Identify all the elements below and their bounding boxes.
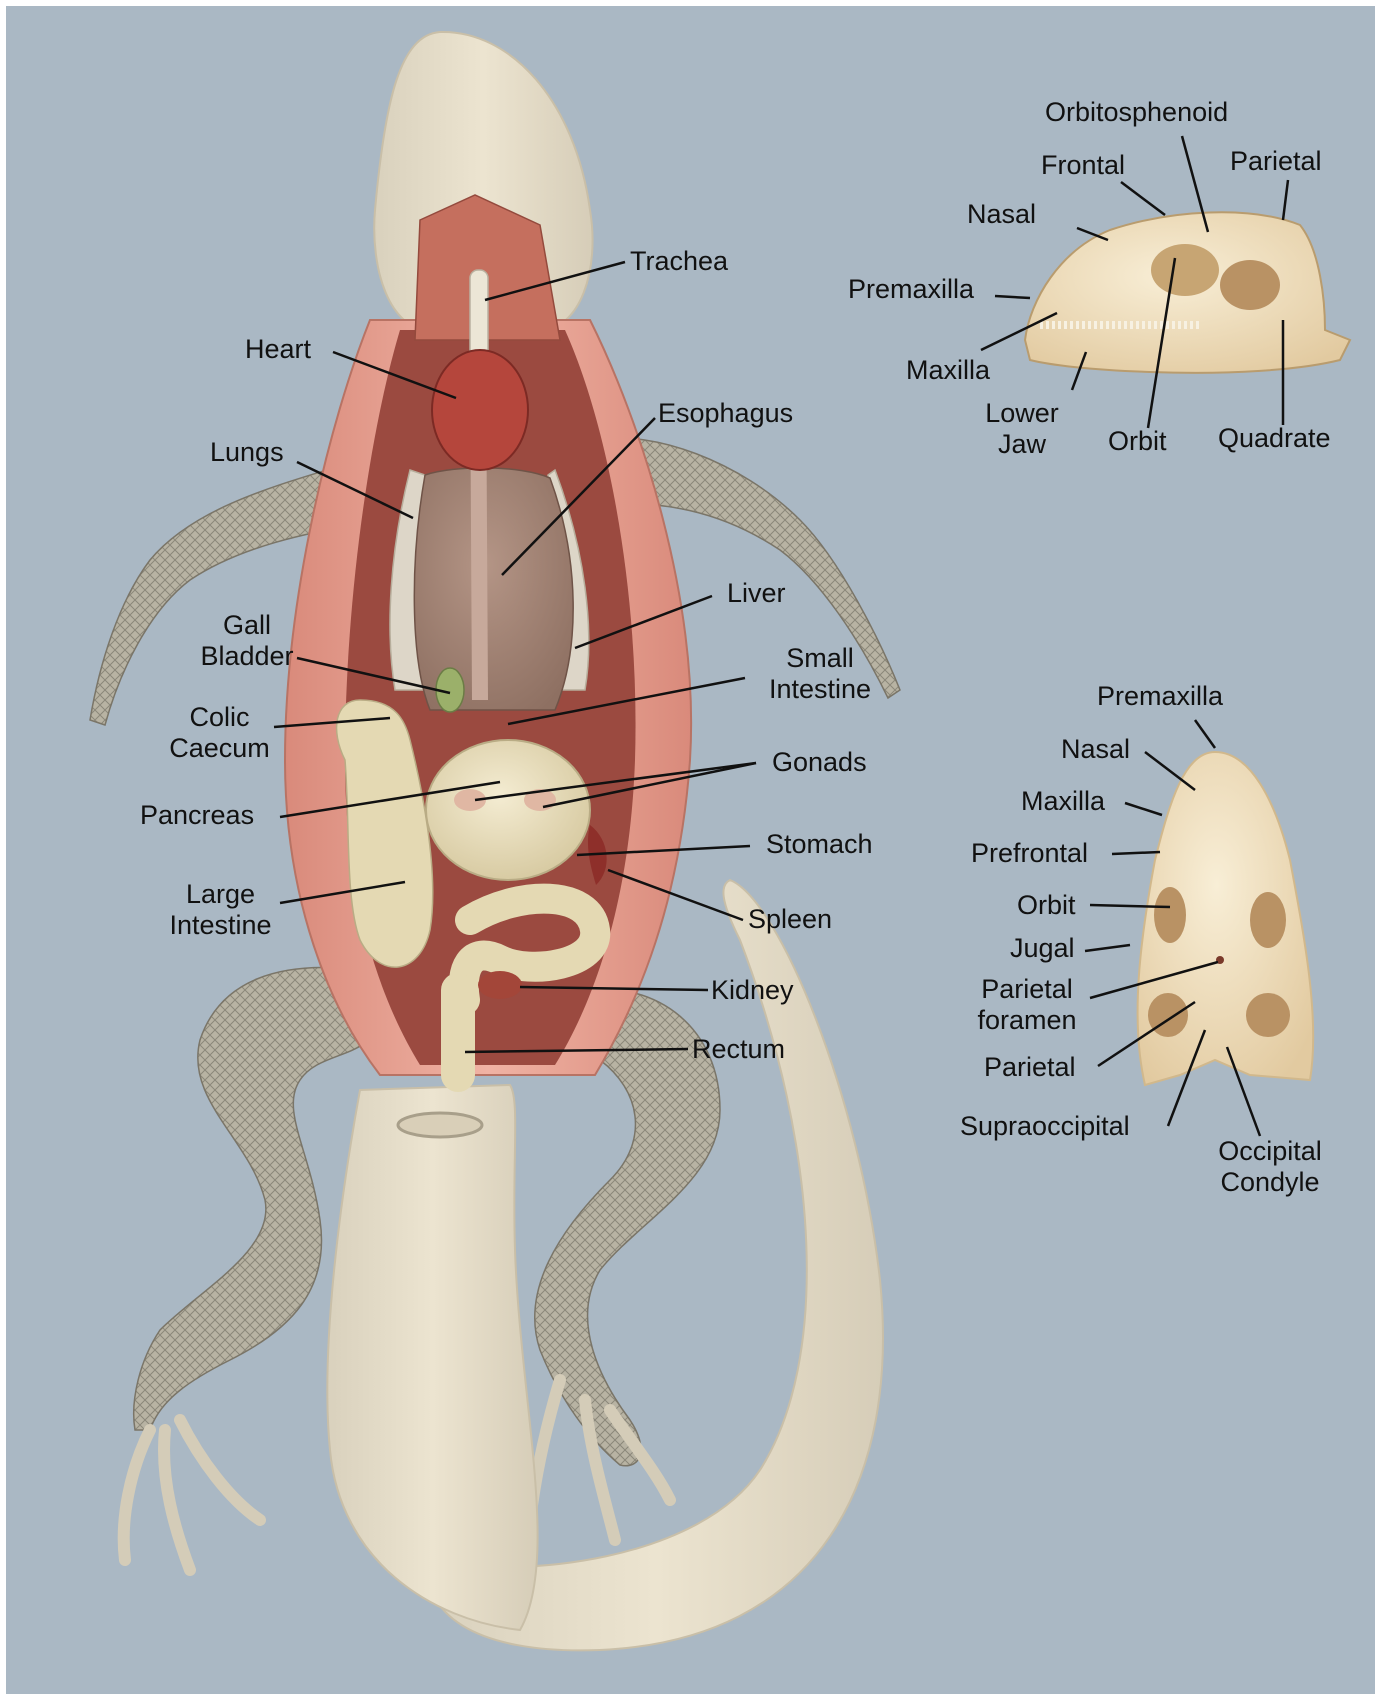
label-parietal-dorsal: Parietal	[984, 1052, 1076, 1083]
label-premaxilla-dorsal: Premaxilla	[1097, 681, 1223, 712]
label-occipital-condyle-line1: Occipital	[1190, 1136, 1350, 1167]
label-trachea: Trachea	[630, 246, 728, 277]
label-small-intestine-line1: Small	[755, 643, 885, 674]
label-small-intestine: Small Intestine	[755, 643, 885, 705]
label-kidney: Kidney	[711, 975, 794, 1006]
temporal-fenestra	[1220, 260, 1280, 310]
label-lower-jaw: Lower Jaw	[972, 398, 1072, 460]
kidney	[478, 971, 522, 999]
label-parietal-lateral: Parietal	[1230, 146, 1322, 177]
label-supraoccipital: Supraoccipital	[960, 1111, 1130, 1142]
label-colic-caecum: Colic Caecum	[157, 702, 282, 764]
label-parietal-foramen-line2: foramen	[962, 1005, 1092, 1036]
orbit-dorsal-right	[1250, 892, 1286, 948]
label-premaxilla-lateral: Premaxilla	[848, 274, 974, 305]
label-quadrate: Quadrate	[1218, 423, 1331, 454]
label-lower-jaw-line1: Lower	[972, 398, 1072, 429]
trachea-tube	[470, 270, 488, 360]
label-spleen: Spleen	[748, 904, 832, 935]
heart	[432, 350, 528, 470]
label-occipital-condyle-line2: Condyle	[1190, 1167, 1350, 1198]
label-gall-bladder: Gall Bladder	[192, 610, 302, 672]
label-stomach: Stomach	[766, 829, 873, 860]
skull-lateral-view	[1025, 212, 1350, 373]
label-lower-jaw-line2: Jaw	[972, 429, 1072, 460]
label-parietal-foramen: Parietal foramen	[962, 974, 1092, 1036]
label-maxilla-dorsal: Maxilla	[1021, 786, 1105, 817]
liver	[414, 468, 573, 710]
orbit-lateral	[1151, 244, 1219, 296]
label-colic-caecum-line1: Colic	[157, 702, 282, 733]
cloaca	[398, 1113, 482, 1137]
label-maxilla-lateral: Maxilla	[906, 355, 990, 386]
skull-dorsal-view	[1138, 752, 1314, 1085]
label-prefrontal: Prefrontal	[971, 838, 1088, 869]
label-jugal: Jugal	[1010, 933, 1075, 964]
label-large-intestine: Large Intestine	[153, 879, 288, 941]
fenestra-dorsal-right	[1246, 993, 1290, 1037]
label-nasal-dorsal: Nasal	[1061, 734, 1130, 765]
label-occipital-condyle: Occipital Condyle	[1190, 1136, 1350, 1198]
label-lungs: Lungs	[210, 437, 284, 468]
stomach	[426, 740, 590, 880]
label-orbitosphenoid: Orbitosphenoid	[1045, 97, 1228, 128]
label-rectum: Rectum	[692, 1034, 785, 1065]
label-frontal: Frontal	[1041, 150, 1125, 181]
left-hind-foot	[124, 1420, 260, 1570]
label-pancreas: Pancreas	[140, 800, 254, 831]
label-orbit-lateral: Orbit	[1108, 426, 1167, 457]
label-liver: Liver	[727, 578, 786, 609]
label-heart: Heart	[245, 334, 311, 365]
label-gall-bladder-line1: Gall	[192, 610, 302, 641]
label-nasal-lateral: Nasal	[967, 199, 1036, 230]
hind-body	[327, 1085, 537, 1630]
label-gonads: Gonads	[772, 747, 867, 778]
label-colic-caecum-line2: Caecum	[157, 733, 282, 764]
orbit-dorsal-left	[1154, 887, 1186, 943]
label-large-intestine-line2: Intestine	[153, 910, 288, 941]
label-esophagus: Esophagus	[658, 398, 793, 429]
label-parietal-foramen-line1: Parietal	[962, 974, 1092, 1005]
label-large-intestine-line1: Large	[153, 879, 288, 910]
label-orbit-dorsal: Orbit	[1017, 890, 1076, 921]
label-small-intestine-line2: Intestine	[755, 674, 885, 705]
label-gall-bladder-line2: Bladder	[192, 641, 302, 672]
